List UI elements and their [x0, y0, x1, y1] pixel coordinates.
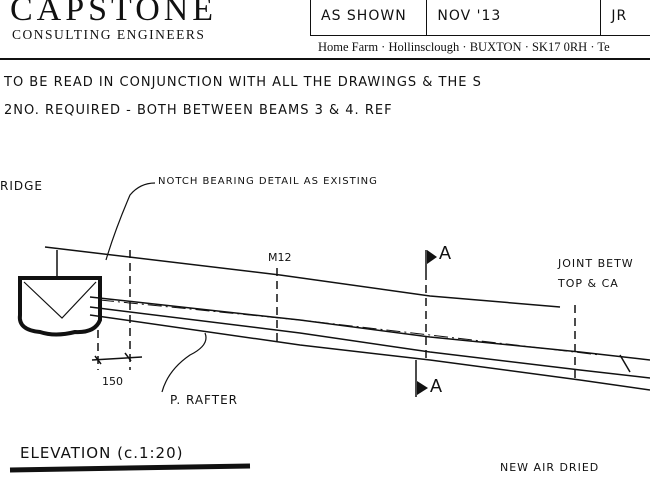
- note-line-2: 2No. REQUIRED - BOTH BETWEEN BEAMS 3 & 4…: [4, 103, 393, 118]
- ridge-beam: [17, 276, 102, 337]
- rafter-upper-line: [89, 296, 650, 361]
- section-label-lower: A: [430, 376, 443, 396]
- notch-label: NOTCH BEARING DETAIL AS EXISTING: [158, 176, 378, 187]
- view-title: ELEVATION (c.1:20): [20, 444, 184, 462]
- date-cell: NOV '13: [427, 0, 602, 35]
- dimension-ticks: [94, 352, 132, 365]
- section-line-ends: [415, 250, 427, 397]
- rafter-top-line: [44, 246, 561, 308]
- ridge-cross-line: [23, 281, 97, 319]
- title-underline: [9, 463, 251, 473]
- bolt-label: M12: [268, 251, 292, 264]
- address: Home Farm · Hollinsclough · BUXTON · SK1…: [318, 40, 610, 54]
- notch-leader: [105, 182, 156, 261]
- title-block: AS SHOWN NOV '13 JR: [310, 0, 650, 36]
- dimension-line: [91, 356, 143, 361]
- company-logo: CAPSTONE: [10, 0, 218, 28]
- principal-rafter-line: [89, 314, 650, 391]
- section-arrow-lower: [417, 381, 428, 395]
- note-line-1: TO BE READ IN CONJUNCTION WITH ALL THE D…: [4, 75, 482, 90]
- dimension-label: 150: [102, 375, 123, 388]
- material-label: NEW AIR DRIED: [500, 461, 600, 474]
- joint-label-2: TOP & CA: [558, 277, 619, 290]
- scale-cell: AS SHOWN: [311, 0, 428, 35]
- header-divider: [0, 58, 650, 60]
- company-tagline: CONSULTING ENGINEERS: [12, 27, 206, 42]
- centre-line: [99, 299, 601, 356]
- section-arrow-upper: [427, 250, 437, 264]
- rafter-leader: [161, 332, 207, 393]
- ridge-label: RIDGE: [0, 179, 43, 193]
- joint-label-1: JOINT BETW: [558, 257, 634, 270]
- rafter-lower-line: [89, 306, 650, 379]
- drawn-by-cell: JR: [611, 8, 628, 24]
- section-label-upper: A: [439, 243, 452, 263]
- rafter-end-line: [619, 354, 631, 373]
- rafter-label: P. RAFTER: [170, 393, 238, 407]
